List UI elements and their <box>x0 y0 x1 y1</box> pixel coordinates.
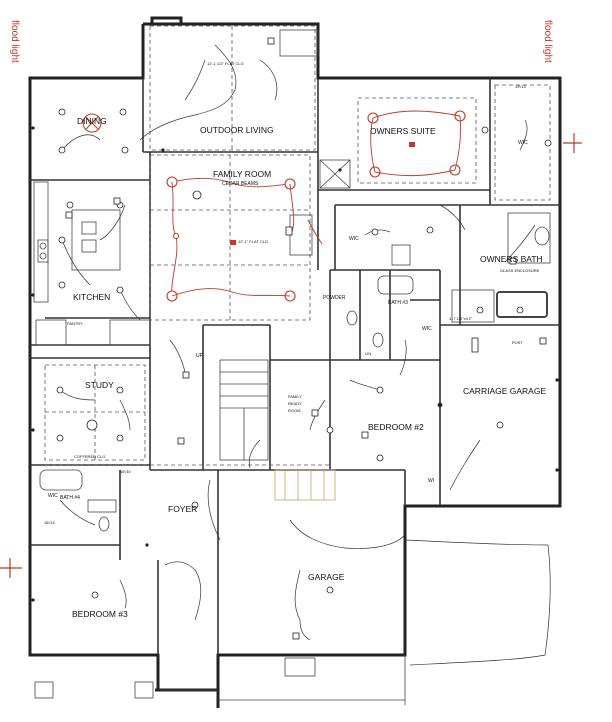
wic-label-owners: WIC <box>349 236 359 242</box>
wic-label-bedroom3: WIC <box>48 493 58 499</box>
room-garage: GARAGE <box>308 572 345 582</box>
shower-dimension-note: 4'-7 1/2"x4'2" <box>449 316 473 321</box>
flood-light-markers <box>0 133 582 578</box>
cedar-beams-note: CEDAR BEAMS <box>222 181 259 187</box>
room-powder: POWDER <box>323 295 346 301</box>
stair-up-label: UP <box>196 353 204 359</box>
wi-label: WI <box>428 478 434 484</box>
fixtures <box>31 37 559 640</box>
room-family-room: FAMILY ROOM <box>213 169 271 179</box>
glass-enclosure-note: GLASS ENCLOSURE <box>500 268 540 273</box>
front-porch <box>34 655 406 705</box>
outdoor-ceiling-note: 12'-1 1/2" FLAT CLG <box>207 61 244 66</box>
post-label: POST <box>512 340 523 345</box>
flood-light-label-right: flood light <box>542 20 553 63</box>
family-ceiling-note: 12'-1" FLAT CLG. <box>238 239 269 244</box>
dimension-note-1810: 18'/10 <box>120 469 132 474</box>
interior-walls <box>30 78 560 655</box>
wic-label-bath3: WIC <box>422 326 432 332</box>
family-ready-room-line1: FAMILY <box>288 394 302 399</box>
coffered-ceiling-note: COFFERED CLG. <box>74 454 106 459</box>
wic-label-bath: WIC <box>518 140 528 146</box>
bath-fixtures <box>39 159 551 532</box>
room-owners-bath: OWNERS BATH <box>480 254 543 264</box>
black-wiring <box>59 44 551 666</box>
flood-light-label-left: flood light <box>9 20 20 63</box>
kitchen-cabinets <box>33 181 151 346</box>
dimension-note-1913: 19'/13 <box>515 84 527 89</box>
ceiling-dashed-lines <box>44 25 551 466</box>
room-bedroom-3: BEDROOM #3 <box>72 609 128 619</box>
stairs <box>219 359 336 501</box>
room-carriage-garage: CARRIAGE GARAGE <box>463 386 546 396</box>
pantry-label: PANTRY <box>67 321 83 326</box>
room-bath-4: BATH #4 <box>60 495 80 501</box>
family-ready-room-line2: READY <box>288 401 302 406</box>
family-ready-room-line3: ROOM <box>288 408 300 413</box>
dimension-note-1815: 18'/15 <box>44 520 56 525</box>
linen-label: LIN <box>365 351 371 356</box>
room-study: STUDY <box>85 380 114 390</box>
room-bath-3: BATH #3 <box>388 300 408 306</box>
room-kitchen: KITCHEN <box>73 292 110 302</box>
room-outdoor-living: OUTDOOR LIVING <box>200 125 274 135</box>
room-bedroom-2: BEDROOM #2 <box>368 422 424 432</box>
room-foyer: FOYER <box>168 504 197 514</box>
room-dining: DINING <box>77 116 107 126</box>
room-owners-suite: OWNERS SUITE <box>370 126 436 136</box>
red-lighting-circuits <box>82 110 466 302</box>
